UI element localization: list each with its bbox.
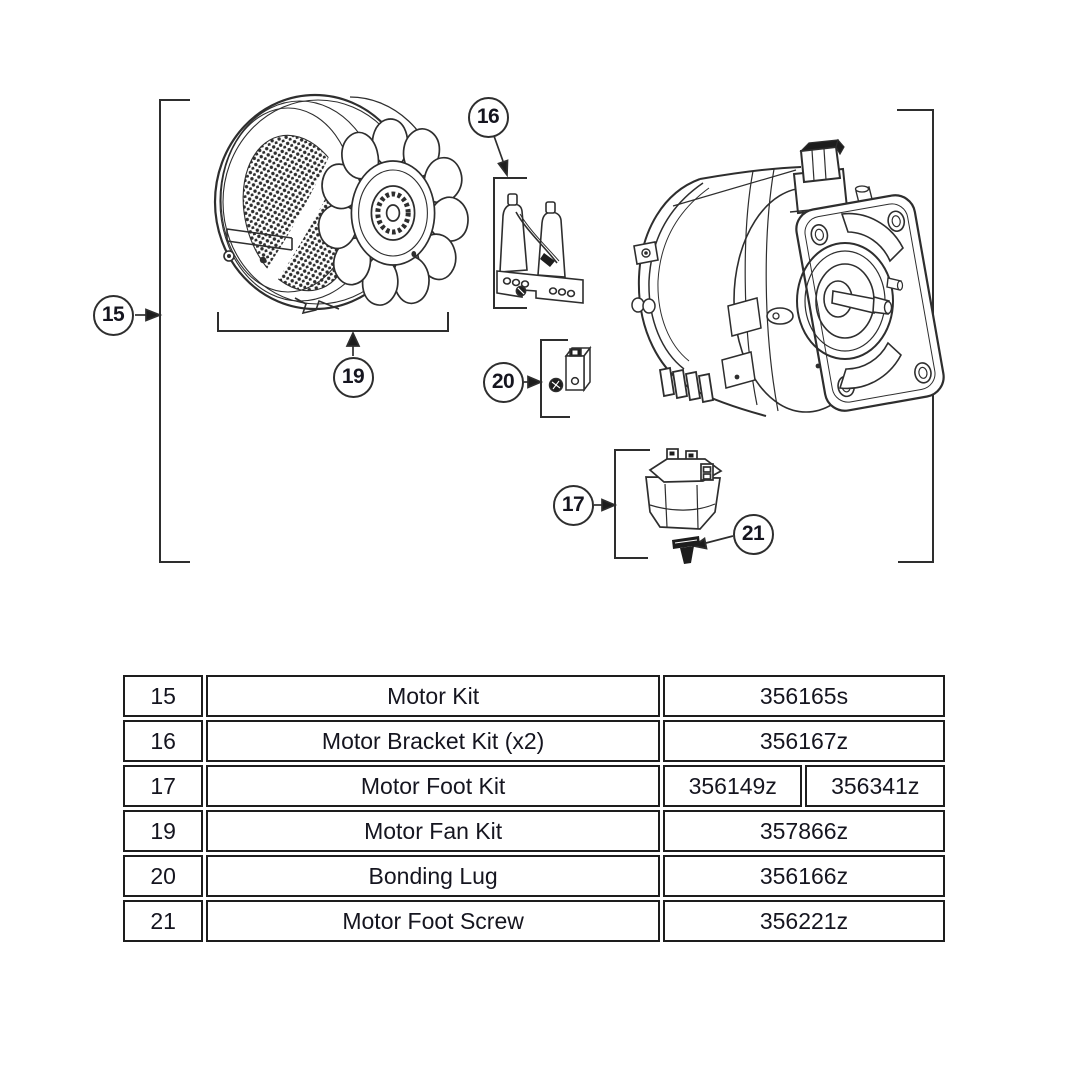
part-description: Motor Foot Kit [206, 765, 660, 807]
part-description: Motor Foot Screw [206, 900, 660, 942]
part-number: 356149z [662, 765, 803, 807]
callout-label: 17 [561, 493, 585, 516]
motor-foot-drawing [645, 448, 723, 530]
part-ref: 20 [123, 855, 204, 897]
motor-shaft [831, 290, 876, 314]
bracket-17 [614, 449, 650, 559]
table-row: 21 Motor Foot Screw 356221z [123, 900, 945, 942]
exploded-view-drawing [135, 93, 945, 564]
part-description: Motor Fan Kit [206, 810, 660, 852]
part-description: Motor Kit [206, 675, 660, 717]
table-row: 17 Motor Foot Kit 356149z 356341z [123, 765, 945, 807]
motor-bracket-drawing [496, 193, 584, 304]
callout-label: 16 [476, 105, 500, 128]
callout-balloon-20: 20 [482, 361, 524, 403]
part-ref: 16 [123, 720, 204, 762]
part-number: 356166z [662, 855, 945, 897]
motor-foot-screw-drawing [672, 536, 700, 564]
callout-balloon-16: 16 [467, 96, 509, 138]
motor-drawing [631, 138, 945, 420]
part-description: Bonding Lug [206, 855, 660, 897]
part-ref: 17 [123, 765, 204, 807]
part-ref: 21 [123, 900, 204, 942]
bracket-16 [493, 177, 527, 309]
part-number: 356167z [662, 720, 945, 762]
part-ref: 15 [123, 675, 204, 717]
bracket-19 [217, 312, 449, 332]
callout-brackets [159, 99, 934, 563]
callout-balloon-17: 17 [552, 484, 594, 526]
callout-label: 20 [491, 370, 515, 393]
fan-wheel-drawing [315, 118, 472, 312]
callout-balloon-21: 21 [732, 513, 774, 555]
callout-label: 19 [341, 365, 365, 388]
bonding-lug-drawing [548, 345, 592, 393]
callout-label: 15 [101, 303, 125, 326]
part-ref: 19 [123, 810, 204, 852]
part-description: Motor Bracket Kit (x2) [206, 720, 660, 762]
callout-balloon-15: 15 [92, 294, 134, 336]
part-number: 357866z [662, 810, 945, 852]
table-row: 15 Motor Kit 356165s [123, 675, 945, 717]
callout-label: 21 [741, 522, 765, 545]
table-row: 16 Motor Bracket Kit (x2) 356167z [123, 720, 945, 762]
callout-balloon-19: 19 [332, 356, 374, 398]
part-number: 356165s [662, 675, 945, 717]
motor-fins [658, 366, 715, 404]
parts-table: 15 Motor Kit 356165s 16 Motor Bracket Ki… [120, 672, 948, 945]
part-number: 356221z [662, 900, 945, 942]
table-row: 19 Motor Fan Kit 357866z [123, 810, 945, 852]
bracket-20 [540, 339, 570, 418]
part-number: 356341z [805, 765, 945, 807]
table-row: 20 Bonding Lug 356166z [123, 855, 945, 897]
bracket-15-left [159, 99, 190, 563]
